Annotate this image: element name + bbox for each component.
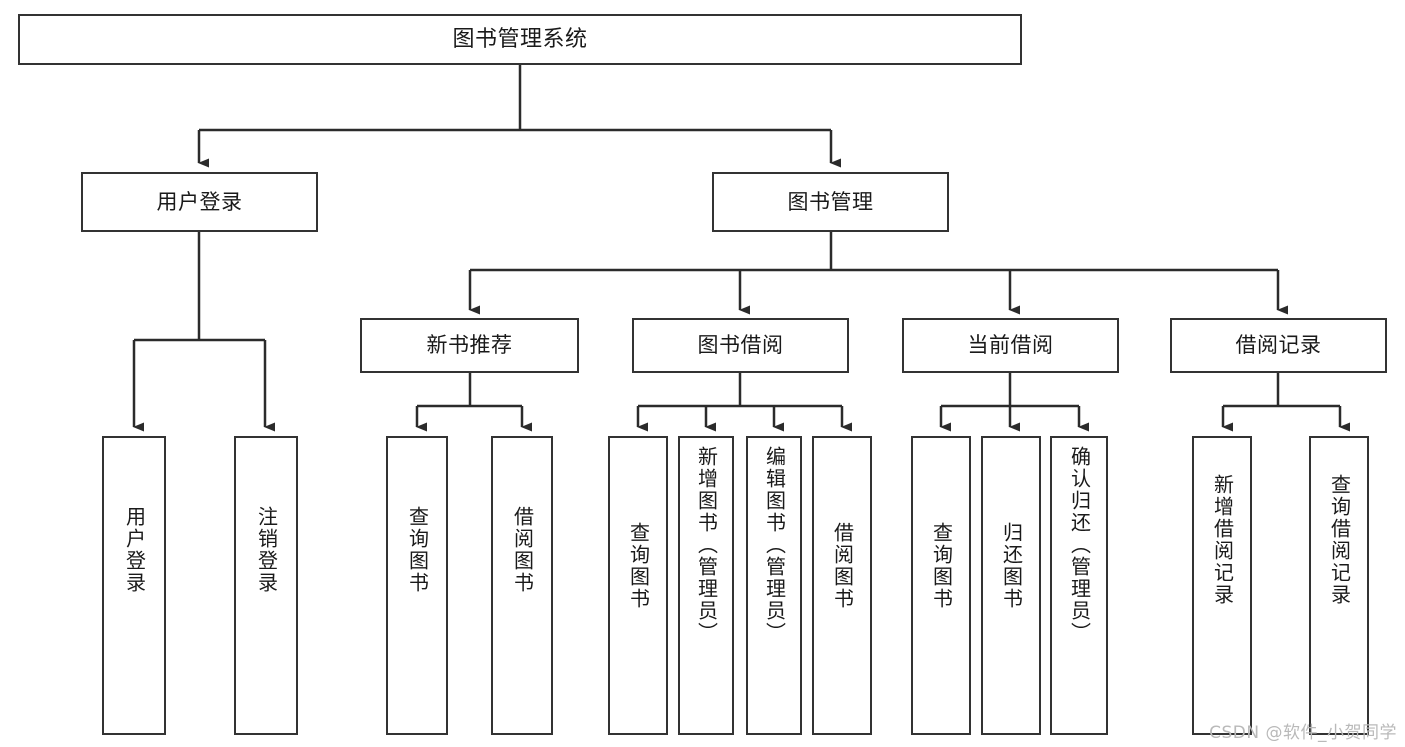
node-label: 借阅图书: [830, 522, 855, 610]
node-user-login[interactable]: 用户登录: [81, 172, 318, 232]
node-book-management[interactable]: 图书管理: [712, 172, 949, 232]
leaf-query-book-borrow[interactable]: 查询图书: [608, 436, 668, 735]
leaf-query-borrow-record[interactable]: 查询借阅记录: [1309, 436, 1369, 735]
node-label: 确认归还（管理员）: [1067, 446, 1092, 644]
node-label: 当前借阅: [967, 333, 1054, 358]
node-label: 用户登录: [156, 189, 243, 214]
node-label: 图书借阅: [697, 333, 784, 358]
leaf-query-book-current[interactable]: 查询图书: [911, 436, 971, 735]
node-label: 用户登录: [122, 506, 147, 594]
node-label: 新书推荐: [426, 333, 513, 358]
node-label: 注销登录: [254, 506, 279, 594]
node-book-borrow[interactable]: 图书借阅: [632, 318, 849, 373]
leaf-query-book-recommend[interactable]: 查询图书: [386, 436, 448, 735]
node-label: 图书管理: [787, 189, 874, 214]
node-label: 查询图书: [929, 522, 954, 610]
node-label: 新增借阅记录: [1210, 474, 1235, 606]
node-borrow-record[interactable]: 借阅记录: [1170, 318, 1387, 373]
leaf-borrow-book-borrow[interactable]: 借阅图书: [812, 436, 872, 735]
watermark: CSDN @软件_小贺同学: [1209, 723, 1397, 743]
node-label: 查询图书: [626, 522, 651, 610]
node-label: 借阅图书: [510, 506, 535, 594]
node-label: 查询借阅记录: [1327, 474, 1352, 606]
leaf-edit-book-admin[interactable]: 编辑图书（管理员）: [746, 436, 802, 735]
node-root-system[interactable]: 图书管理系统: [18, 14, 1022, 65]
leaf-user-login[interactable]: 用户登录: [102, 436, 166, 735]
leaf-logout-login[interactable]: 注销登录: [234, 436, 298, 735]
leaf-borrow-book-recommend[interactable]: 借阅图书: [491, 436, 553, 735]
node-label: 图书管理系统: [452, 26, 588, 52]
leaf-return-book[interactable]: 归还图书: [981, 436, 1041, 735]
node-label: 查询图书: [405, 506, 430, 594]
node-new-book-recommend[interactable]: 新书推荐: [360, 318, 579, 373]
node-label: 新增图书（管理员）: [694, 446, 719, 644]
node-label: 编辑图书（管理员）: [762, 446, 787, 644]
leaf-add-book-admin[interactable]: 新增图书（管理员）: [678, 436, 734, 735]
leaf-confirm-return-admin[interactable]: 确认归还（管理员）: [1050, 436, 1108, 735]
leaf-add-borrow-record[interactable]: 新增借阅记录: [1192, 436, 1252, 735]
node-current-borrow[interactable]: 当前借阅: [902, 318, 1119, 373]
node-label: 借阅记录: [1235, 333, 1322, 358]
node-label: 归还图书: [999, 522, 1024, 610]
